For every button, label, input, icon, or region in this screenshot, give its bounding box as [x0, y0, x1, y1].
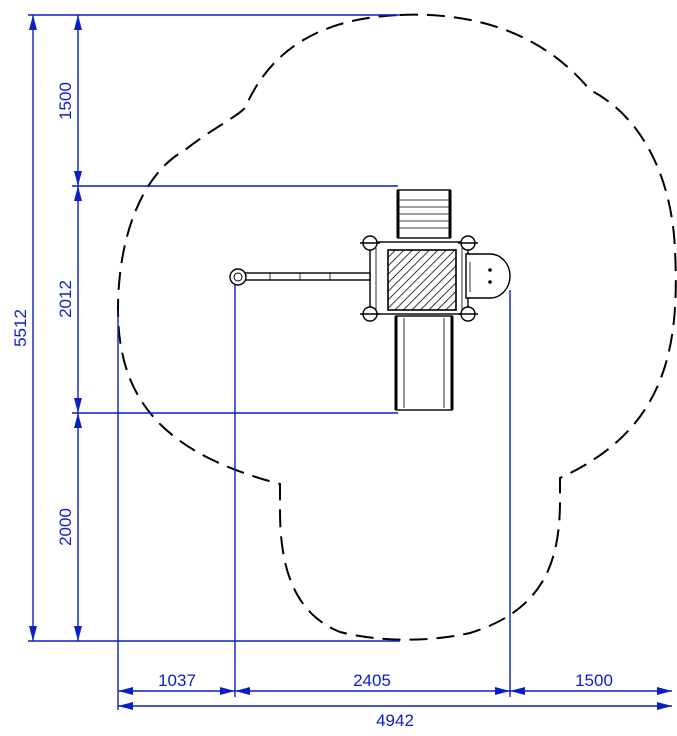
equipment-width-label: 2405 — [353, 671, 391, 690]
total-height-label: 5512 — [11, 309, 30, 347]
equipment-depth-label: 2012 — [56, 280, 75, 318]
upper-clearance-label: 1500 — [56, 82, 75, 120]
beam — [229, 268, 371, 286]
slide-chute — [394, 315, 454, 411]
dimension-total-height: 5512 — [11, 15, 37, 641]
dimension-total-width: 4942 — [118, 702, 672, 730]
left-offset-label: 1037 — [158, 671, 196, 690]
top-ladder — [396, 189, 452, 239]
dimension-left-offset: 1037 — [118, 671, 235, 695]
platform — [360, 235, 478, 322]
extension-lines — [28, 14, 511, 710]
slide-head — [465, 253, 511, 299]
dimension-equipment-depth: 2012 — [56, 186, 82, 413]
lower-clearance-label: 2000 — [56, 508, 75, 546]
playground-equipment — [229, 189, 511, 411]
dimension-lower-clearance: 2000 — [56, 413, 82, 641]
total-width-label: 4942 — [376, 711, 414, 730]
dimension-upper-clearance: 1500 — [56, 15, 82, 186]
dimension-right-clearance: 1500 — [510, 671, 672, 695]
dimension-equipment-width: 2405 — [235, 671, 510, 695]
safety-zone-outline — [116, 13, 677, 641]
right-clearance-label: 1500 — [575, 671, 613, 690]
